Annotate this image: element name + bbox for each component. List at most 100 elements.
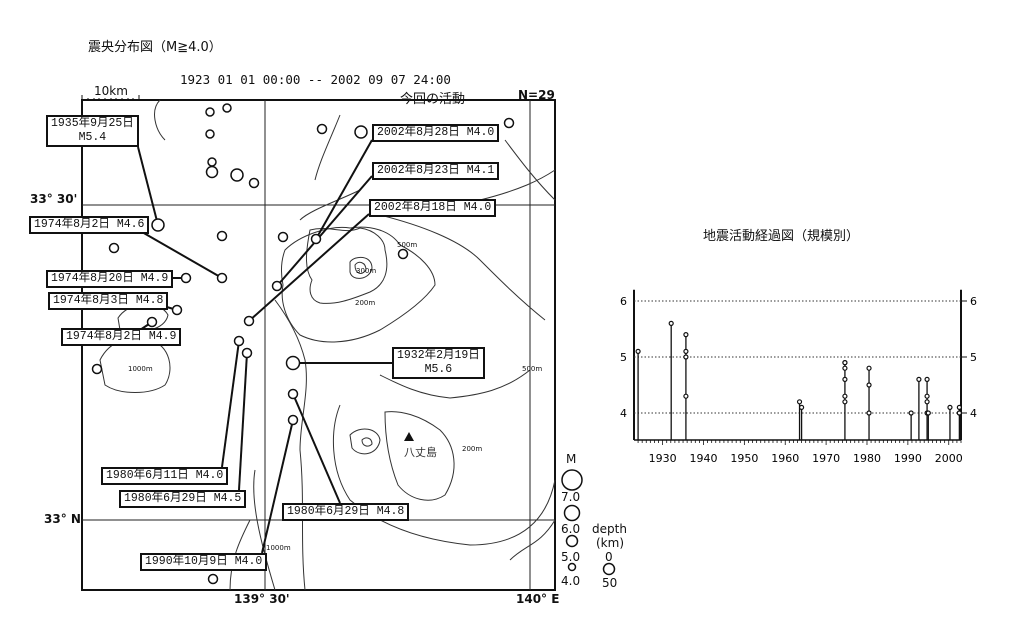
event-magnitude: M4.9 — [148, 330, 177, 343]
event-point — [683, 393, 689, 399]
event-label: 1980年6月29日 M4.8 — [282, 503, 410, 521]
event-magnitude: M4.6 — [116, 218, 145, 231]
event-date: 1932年2月19日 — [397, 349, 480, 362]
epicenter-marker — [205, 129, 215, 139]
x-tick-label: 1940 — [689, 452, 717, 465]
event-magnitude: M4.8 — [135, 294, 164, 307]
leader-line — [276, 175, 373, 287]
epicenter-marker — [207, 573, 219, 585]
event-point — [925, 410, 931, 416]
event-point — [798, 404, 805, 410]
epicenter-marker — [222, 103, 232, 113]
x-tick-label: 1980 — [853, 452, 881, 465]
event-label: 1974年8月3日 M4.8 — [48, 292, 169, 310]
event-point — [866, 365, 872, 371]
event-magnitude: M4.1 — [466, 164, 495, 177]
epicenter-marker — [241, 347, 253, 359]
x-tick-label: 1990 — [894, 452, 922, 465]
event-point — [924, 399, 930, 405]
leader-line — [221, 340, 240, 468]
chart-title: 地震活動経過図（規模別） — [703, 229, 860, 244]
epicenter-marker — [354, 125, 368, 139]
event-magnitude: M5.6 — [424, 363, 453, 376]
scale-label: 10km — [94, 84, 128, 98]
contour-line — [306, 227, 388, 304]
contour-line — [299, 189, 546, 321]
legend-circle-m6 — [563, 504, 581, 522]
epicenter-marker — [310, 233, 322, 245]
lat-label-33-30: 33° 30' — [30, 192, 78, 206]
contour-line — [349, 256, 373, 279]
event-magnitude: M4.8 — [376, 505, 405, 518]
event-point — [796, 399, 803, 405]
event-label: 1990年10月9日 M4.0 — [140, 553, 268, 571]
event-magnitude: M5.4 — [78, 131, 107, 144]
volcano-summit-icon — [404, 432, 414, 441]
x-tick-label: 2000 — [935, 452, 963, 465]
contour-line — [479, 139, 556, 201]
epicenter-marker — [397, 248, 409, 260]
event-date: 1974年8月2日 — [34, 218, 110, 231]
legend-circle-m4 — [567, 562, 577, 572]
event-point — [842, 365, 848, 371]
contour-line — [229, 469, 276, 591]
lon-label-139-30: 139° 30' — [234, 592, 290, 606]
contour-line — [154, 99, 341, 181]
legend-depth-unit: (km) — [596, 536, 625, 550]
event-magnitude: M4.5 — [213, 492, 242, 505]
epicenter-marker — [171, 304, 183, 316]
event-date: 2002年8月23日 — [377, 164, 460, 177]
map-period: 1923 01 01 00:00 -- 2002 09 07 24:00 — [180, 72, 451, 87]
leader-line — [238, 352, 248, 491]
leader-line — [248, 213, 370, 322]
contour-label: 1000m — [128, 365, 153, 373]
legend-circle-depth — [602, 562, 616, 576]
event-point — [842, 360, 848, 366]
epicenter-marker — [248, 177, 260, 189]
event-point — [683, 332, 689, 338]
epicenter-marker — [287, 414, 299, 426]
contour-line — [354, 261, 367, 274]
event-label: 2002年8月18日 M4.0 — [369, 199, 497, 217]
leader-line — [261, 419, 294, 554]
epicenter-marker — [230, 168, 244, 182]
y-tick-label-right: 5 — [970, 351, 977, 364]
epicenter-marker — [205, 107, 215, 117]
event-magnitude: M4.0 — [463, 201, 492, 214]
leader-line — [137, 146, 159, 226]
x-tick-label: 1970 — [812, 452, 840, 465]
leader-line — [141, 231, 223, 279]
legend-depth-title: depth — [592, 522, 627, 536]
contour-line — [349, 428, 381, 455]
island-coastline — [384, 411, 455, 501]
legend-mag-value: 4.0 — [561, 574, 581, 588]
epicenter-marker — [285, 355, 301, 371]
y-tick-label-right: 4 — [970, 407, 977, 420]
event-date: 1974年8月2日 — [66, 330, 142, 343]
event-point — [842, 376, 848, 382]
event-count: N=29 — [518, 88, 555, 102]
event-label: 1974年8月20日 M4.9 — [46, 270, 174, 288]
legend-depth-value: 0 — [605, 550, 613, 564]
epicenter-marker — [91, 363, 103, 375]
event-point — [866, 382, 872, 388]
epicenter-marker — [180, 272, 192, 284]
event-point — [683, 348, 689, 354]
legend-circle-m5 — [565, 534, 579, 548]
event-label: 1980年6月29日 M4.5 — [119, 490, 247, 508]
contour-label: 200m — [355, 299, 376, 307]
contour-line — [361, 437, 373, 447]
event-date: 1990年10月9日 — [145, 555, 228, 568]
event-point — [866, 410, 872, 416]
legend-mag-value: 6.0 — [561, 522, 581, 536]
leader-line — [292, 393, 341, 504]
contour-label: 200m — [462, 445, 483, 453]
event-date: 1935年9月25日 — [51, 117, 134, 130]
event-point — [916, 376, 922, 382]
event-point — [908, 410, 914, 416]
island-label: 八丈島 — [404, 446, 437, 459]
epicenter-marker — [316, 123, 328, 135]
